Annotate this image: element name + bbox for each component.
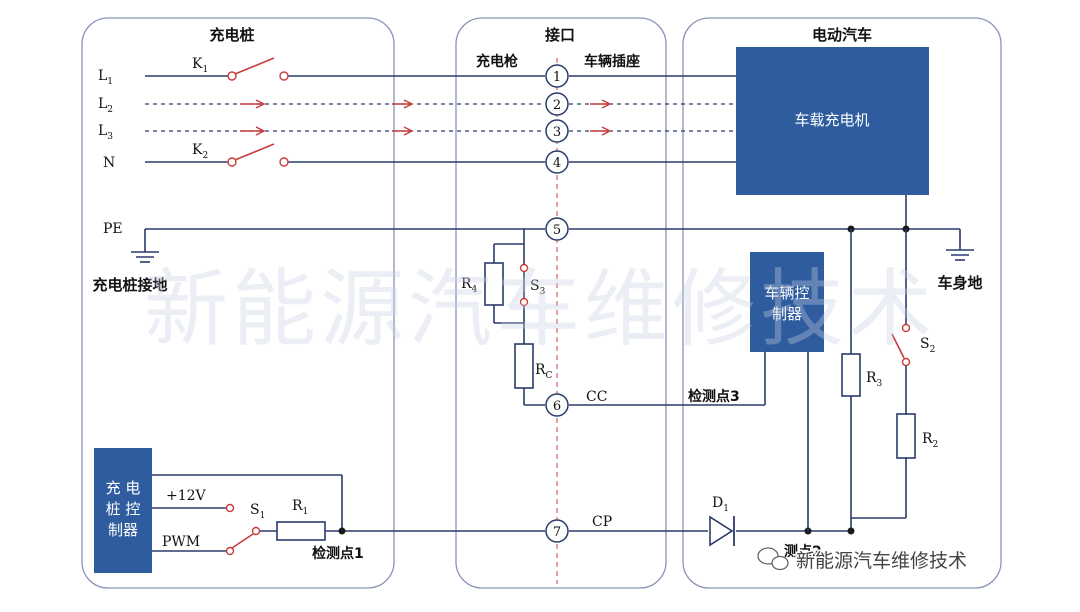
ground-symbol-vehicle — [946, 249, 974, 261]
onboard-charger-label: 车载充电机 — [794, 111, 869, 129]
line-label-l1: L1 — [98, 68, 113, 87]
panel-title-vehicle: 电动汽车 — [812, 26, 872, 44]
resistor-r3-label: R3 — [866, 370, 883, 389]
switch-s1-contact-12v — [225, 503, 235, 513]
onboard-charger-block — [736, 47, 929, 195]
resistor-r2 — [896, 413, 916, 459]
pin-5: 5 — [545, 217, 569, 241]
pin-1: 1 — [545, 64, 569, 88]
switch-k1-label: K1 — [192, 56, 208, 75]
pin-6: 6 — [545, 393, 569, 417]
vehicle-controller-block — [750, 252, 824, 352]
vehicle-controller-label-2: 制器 — [772, 305, 802, 323]
pin-3: 3 — [545, 119, 569, 143]
switch-k1-contact-a — [227, 71, 237, 81]
cc-label: CC — [586, 389, 607, 405]
panel-title-station: 充电桩 — [209, 26, 254, 44]
switch-s2-contact-b — [901, 357, 911, 367]
switch-k1-blade — [234, 57, 275, 75]
panel-vehicle — [682, 17, 1002, 589]
switch-s2-contact-a — [901, 323, 911, 333]
resistor-r1 — [276, 521, 326, 541]
ground-label-station: 充电桩接地 — [92, 276, 167, 294]
arrow-l3-a — [240, 126, 266, 136]
diode-d1 — [709, 515, 735, 547]
switch-s1-contact-pwm — [225, 546, 235, 556]
switch-s1-label: S1 — [250, 502, 265, 521]
pin-7: 7 — [545, 519, 569, 543]
arrow-l2-b — [392, 99, 414, 109]
test-point-1-label: 检测点1 — [312, 545, 364, 562]
brand-badge: 新能源汽车维修技术 — [757, 547, 969, 574]
interface-gun-label: 充电枪 — [476, 53, 518, 70]
switch-k2-blade — [234, 143, 275, 161]
resistor-r3 — [841, 353, 861, 397]
arrow-l3-b — [392, 126, 414, 136]
station-controller-label-2: 桩 控 — [106, 500, 141, 518]
resistor-r4-label: R4 — [461, 276, 478, 295]
resistor-r1-label: R1 — [292, 498, 308, 517]
station-controller-label-1: 充 电 — [106, 479, 141, 497]
switch-s3-contact-b — [519, 297, 529, 307]
pe-label: PE — [103, 221, 123, 237]
watermark: 新能源汽车维修技术 — [144, 260, 936, 358]
switch-s3-label: S3 — [530, 278, 546, 297]
panel-interface — [455, 17, 667, 589]
arrow-l3-c — [590, 126, 612, 136]
switch-s2-label: S2 — [920, 336, 935, 355]
resistor-rc-label: RC — [535, 362, 553, 381]
svg-text:3: 3 — [553, 125, 561, 140]
junction-test-point-1 — [338, 527, 346, 535]
brand-name: 新能源汽车维修技术 — [796, 550, 967, 572]
resistor-r2-label: R2 — [922, 431, 938, 450]
interface-socket-label: 车辆插座 — [584, 53, 640, 70]
pin-2: 2 — [545, 92, 569, 116]
svg-text:6: 6 — [553, 399, 561, 414]
svg-text:5: 5 — [553, 223, 561, 238]
line-label-l2: L2 — [98, 96, 113, 115]
line-label-l3: L3 — [98, 123, 113, 142]
junction-cp-r3 — [847, 527, 855, 535]
svg-text:7: 7 — [553, 525, 561, 540]
arrow-l2-a — [240, 99, 266, 109]
svg-text:1: 1 — [553, 70, 561, 85]
station-controller-block — [94, 448, 152, 573]
pin-4: 4 — [545, 150, 569, 174]
test-point-3-label: 检测点3 — [688, 388, 740, 405]
switch-k2-contact-b — [279, 157, 289, 167]
supply-pwm-label: PWM — [162, 534, 200, 550]
svg-text:2: 2 — [553, 98, 561, 113]
ground-symbol-station — [131, 251, 159, 263]
station-controller-label-3: 制器 — [108, 521, 138, 539]
arrow-l2-c — [590, 99, 612, 109]
panel-station — [81, 17, 395, 589]
vehicle-controller-label-1: 车辆控 — [764, 284, 809, 302]
switch-k2-label: K2 — [192, 142, 208, 161]
cp-label: CP — [592, 514, 612, 530]
switch-s1-contact-common — [251, 526, 261, 536]
test-point-2-label: 测点2 — [784, 543, 822, 560]
wechat-icon — [757, 547, 789, 571]
line-label-n: N — [103, 155, 115, 171]
switch-s1-blade — [231, 533, 254, 549]
switch-k2-contact-a — [227, 157, 237, 167]
ground-label-vehicle: 车身地 — [937, 274, 982, 292]
supply-12v-label: +12V — [166, 488, 207, 504]
switch-k1-contact-b — [279, 71, 289, 81]
switch-s3-contact-a — [519, 263, 529, 273]
diode-d1-label: D1 — [712, 495, 729, 514]
svg-text:4: 4 — [553, 156, 561, 171]
panel-title-interface: 接口 — [545, 26, 575, 44]
switch-s2-blade — [891, 333, 905, 359]
